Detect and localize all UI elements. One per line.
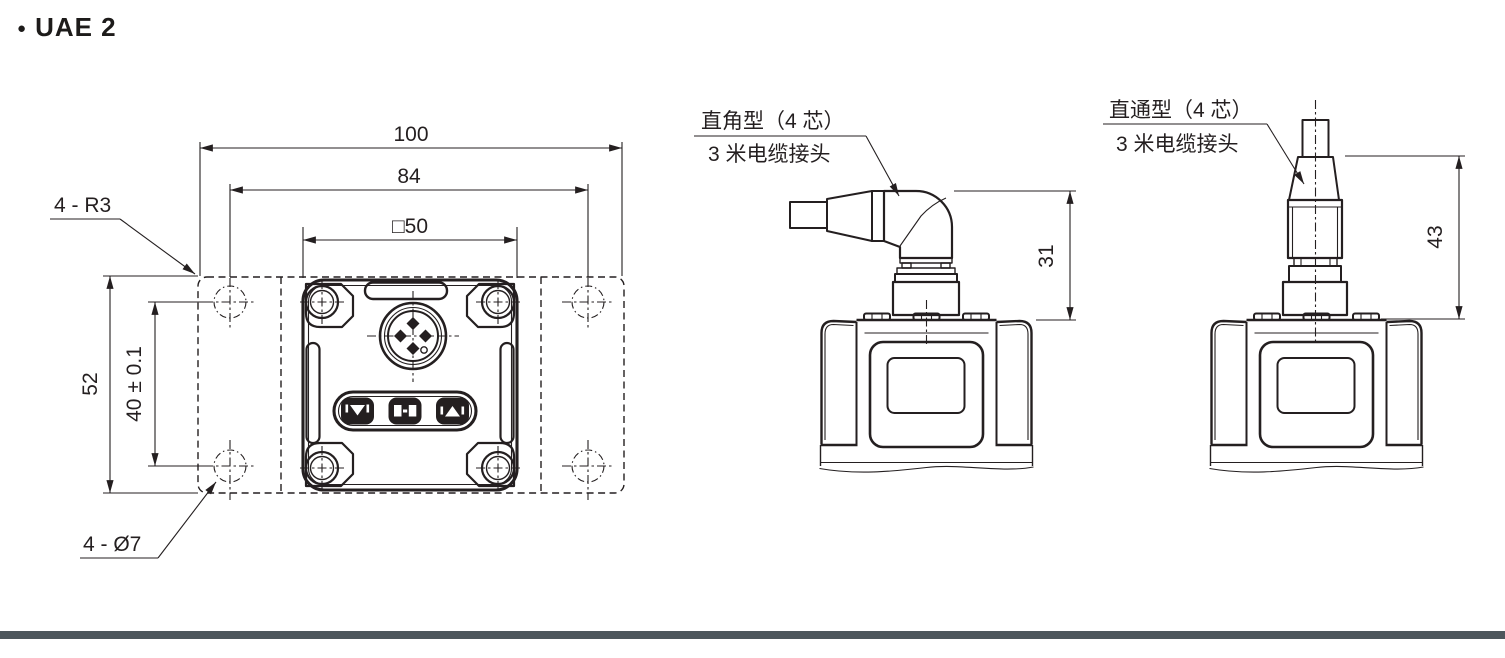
right-angle-view: 直角型（4 芯） 3 米电缆接头 31 [694,110,1076,474]
dimension-40: 40 ± 0.1 [123,301,206,467]
mounting-hole [204,440,256,500]
straight-cable-text: 3 米电缆接头 [1116,133,1239,156]
label-straight: 直通型（4 芯） 3 米电缆接头 [1103,99,1305,185]
dim-50-text: □50 [392,215,428,238]
right-angle-type-text: 直角型（4 芯） [701,110,845,133]
connector-key-notch [420,346,428,354]
mounting-hole [204,278,256,330]
front-view: 100 84 □50 52 40 ± 0.1 4 - R3 [50,123,625,559]
dim-31-text: 31 [1035,244,1058,267]
top-notch [363,281,449,301]
right-angle-cable-text: 3 米电缆接头 [708,143,831,166]
dimension-43: 43 [1345,155,1465,320]
note-corner-radius: 4 - R3 [50,194,196,275]
dimension-84: 84 [229,165,589,277]
left-rail [305,341,321,445]
corner-pads [304,282,516,488]
set-icon [394,405,417,417]
right-angle-connector [789,189,961,344]
dim-84-text: 84 [397,165,421,188]
label-right-angle: 直角型（4 芯） 3 米电缆接头 [694,110,900,197]
dimension-100: 100 [199,123,623,276]
dim-43-text: 43 [1424,225,1447,248]
right-rail [499,341,515,445]
straight-view: 直通型（4 芯） 3 米电缆接头 43 [1103,99,1465,474]
corner-screws [300,280,520,490]
straight-connector [1281,100,1349,344]
mounting-hole [562,440,614,500]
dim-52-text: 52 [79,372,102,395]
device-front [300,278,520,492]
up-arrow-icon [440,406,465,417]
footer-divider-bar [0,631,1505,639]
dimension-50: □50 [302,215,518,278]
page-title-text: UAE 2 [35,12,117,42]
down-arrow-icon [345,404,370,416]
mounting-hole [562,278,614,330]
dimension-52: 52 [79,275,198,494]
mounting-plate [197,276,625,500]
note-hole-diameter: 4 - Ø7 [80,481,217,559]
title-bullet-icon: ● [17,20,27,37]
straight-type-text: 直通型（4 芯） [1109,99,1253,122]
page-title: ● UAE 2 [17,12,117,43]
device-side-body [1208,312,1425,474]
note-4R3-text: 4 - R3 [54,194,111,217]
dim-100-text: 100 [393,123,428,146]
connector-socket [367,291,459,382]
button-panel [332,390,478,432]
note-4d7-text: 4 - Ø7 [83,533,141,556]
dimension-31: 31 [954,190,1076,321]
dim-40-text: 40 ± 0.1 [123,346,146,422]
